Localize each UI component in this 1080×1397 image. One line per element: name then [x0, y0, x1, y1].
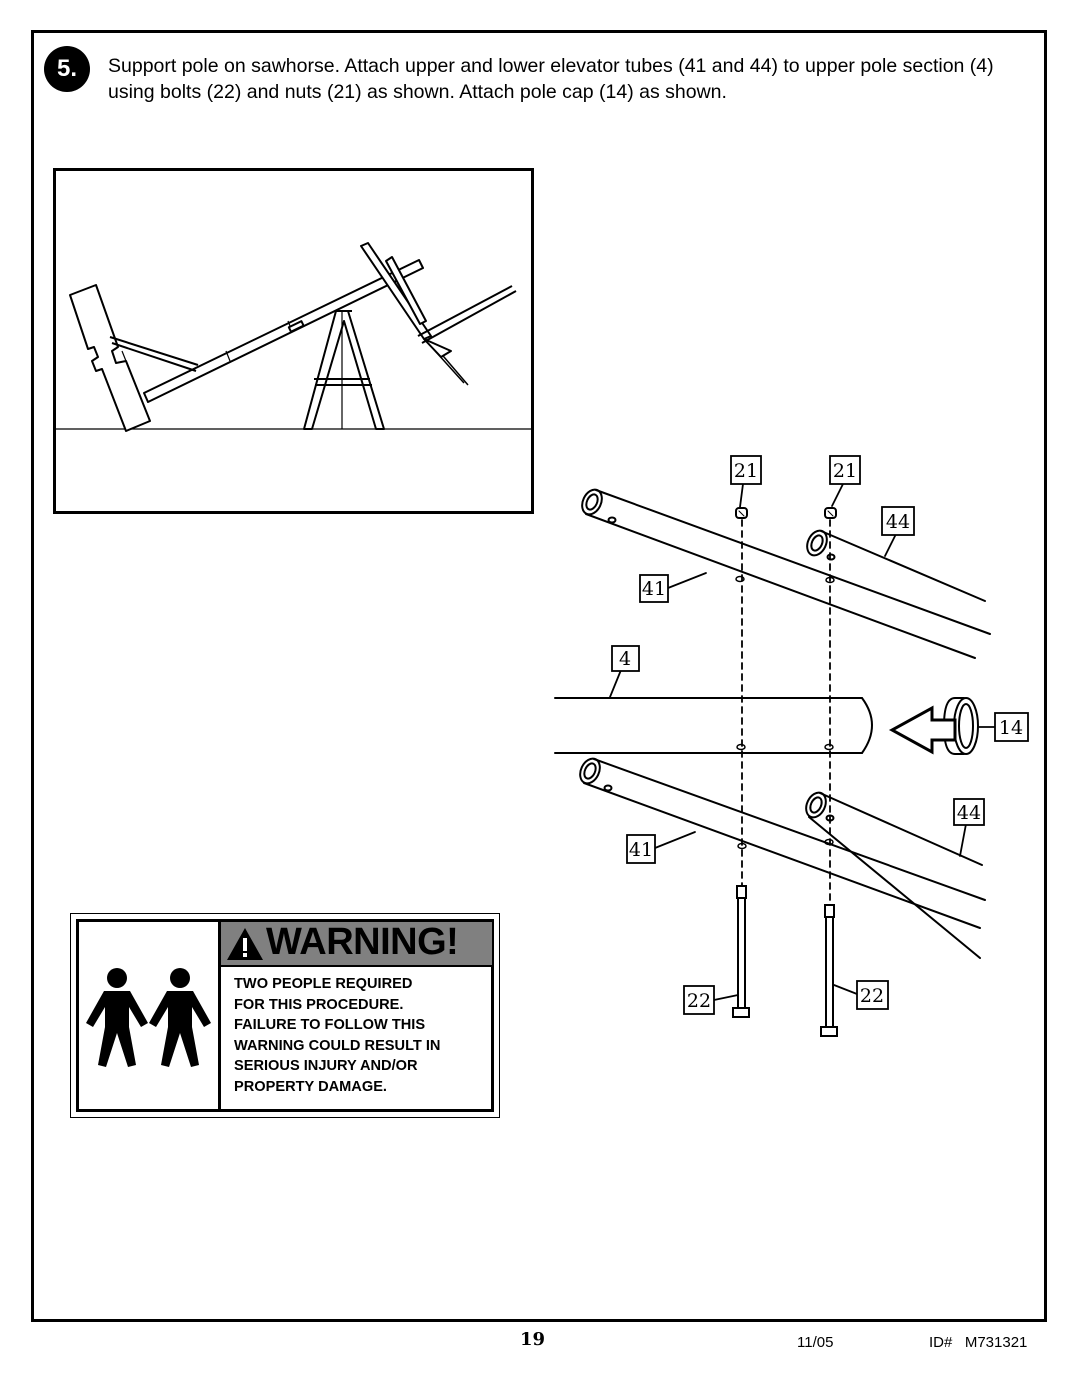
- callout-14: 14: [999, 717, 1023, 739]
- lower-tube-44: [805, 791, 983, 959]
- exploded-parts-diagram: 21 21 44 41 4 14 44 41 22 22: [554, 455, 1029, 1037]
- bolt-22-left: [732, 885, 750, 1018]
- pole-on-sawhorse-drawing: [56, 242, 531, 432]
- upper-tube-44: [806, 529, 986, 602]
- callout-21-right: 21: [833, 460, 857, 482]
- callout-22-left: 22: [687, 990, 711, 1012]
- step-number-badge: 5.: [44, 46, 90, 92]
- warning-line: PROPERTY DAMAGE.: [234, 1078, 387, 1095]
- callout-4: 4: [619, 648, 631, 670]
- callout-41-upper: 41: [642, 578, 666, 600]
- warning-label: [76, 919, 494, 1112]
- warning-line: TWO PEOPLE REQUIRED: [234, 976, 413, 992]
- callout-44-upper: 44: [886, 511, 910, 533]
- callout-41-lower: 41: [629, 839, 653, 861]
- warning-line: WARNING COULD RESULT IN: [234, 1037, 441, 1054]
- callout-leaders: [609, 483, 996, 1001]
- page-border: [31, 30, 1047, 1322]
- alignment-lines: [741, 519, 831, 906]
- warning-title: WARNING!: [266, 921, 459, 963]
- warning-divider: [218, 919, 221, 1112]
- warning-label-frame: [70, 913, 500, 1118]
- pole-section-4: [554, 697, 873, 754]
- nut-21-right: [824, 507, 837, 519]
- warning-triangle-icon: [227, 928, 263, 960]
- revision-date: 11/05: [797, 1334, 834, 1351]
- step-instruction: Support pole on sawhorse. Attach upper a…: [108, 55, 994, 103]
- insert-arrow: [888, 705, 957, 755]
- upper-tube-41: [581, 488, 991, 659]
- document-id: ID# M731321: [929, 1334, 1028, 1351]
- bolt-22-right: [820, 904, 838, 1037]
- sawhorse: [303, 310, 385, 430]
- warning-line: SERIOUS INJURY AND/OR: [234, 1058, 418, 1075]
- warning-header: [221, 922, 492, 967]
- warning-line: FAILURE TO FOLLOW THIS: [234, 1017, 426, 1034]
- nut-21-left: [735, 507, 748, 519]
- callout-44-lower: 44: [957, 802, 981, 824]
- warning-line: FOR THIS PROCEDURE.: [234, 996, 404, 1013]
- pole-assembly: [69, 242, 517, 432]
- callout-21-left: 21: [734, 460, 758, 482]
- callout-22-right: 22: [860, 985, 884, 1007]
- page-number: 19: [520, 1329, 546, 1350]
- two-people-icon: [86, 968, 211, 1067]
- warning-text: TWO PEOPLE REQUIRED FOR THIS PROCEDURE. …: [234, 974, 494, 1098]
- overview-illustration: [53, 168, 534, 514]
